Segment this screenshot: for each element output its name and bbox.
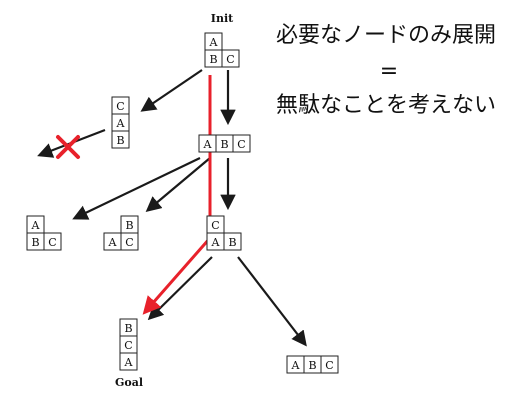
edge-mid-to-cand1 xyxy=(72,157,201,220)
caption: 必要なノードのみ展開 = 無駄なことを考えない xyxy=(276,23,496,118)
cross-mark-icon xyxy=(56,135,80,159)
node-cand2: B A C xyxy=(103,215,139,251)
edge-cand3-to-row xyxy=(237,256,307,347)
caption-line-1: 必要なノードのみ展開 xyxy=(276,23,496,48)
edge-init-to-left1 xyxy=(140,69,203,112)
node-mid-left: A xyxy=(203,138,213,151)
node-cand2-bottom-left: A xyxy=(108,236,118,249)
node-cand2-top: B xyxy=(125,219,133,232)
solution-path-line xyxy=(142,75,212,315)
node-row-right: C xyxy=(325,359,333,372)
node-mid: A B C xyxy=(198,134,251,153)
node-goal: B C A xyxy=(119,318,138,371)
node-cand3-top: C xyxy=(211,219,219,232)
node-cand3-bottom-right: B xyxy=(228,236,236,249)
node-init-bottom-right: C xyxy=(226,53,234,66)
caption-line-3: 無駄なことを考えない xyxy=(276,93,496,118)
node-cand1-bottom-left: B xyxy=(31,236,39,249)
node-cand1-top: A xyxy=(31,219,41,232)
node-left1-top: C xyxy=(116,100,124,113)
node-cand3: C A B xyxy=(206,215,242,251)
node-goal-top: B xyxy=(124,322,132,335)
node-row: A B C xyxy=(286,355,339,374)
node-init-top: A xyxy=(209,36,219,49)
node-mid-center: B xyxy=(220,138,228,151)
node-init-bottom-left: B xyxy=(209,53,217,66)
node-cand1: A B C xyxy=(26,215,62,251)
solution-path xyxy=(142,75,212,315)
node-row-center: B xyxy=(308,359,316,372)
caption-line-2: = xyxy=(380,59,398,84)
goal-label: Goal xyxy=(115,376,143,389)
edges xyxy=(37,69,307,347)
node-mid-right: C xyxy=(237,138,245,151)
edge-cand3-to-goal xyxy=(147,256,213,321)
node-row-left: A xyxy=(291,359,301,372)
node-init: A B C xyxy=(204,32,240,68)
node-cand1-bottom-right: C xyxy=(48,236,56,249)
node-goal-bottom: A xyxy=(124,356,134,369)
node-left1-middle: A xyxy=(116,117,126,130)
node-left1: C A B xyxy=(111,96,130,149)
node-goal-middle: C xyxy=(124,339,132,352)
init-label: Init xyxy=(211,12,234,25)
node-cand3-bottom-left: A xyxy=(211,236,221,249)
node-left1-bottom: B xyxy=(116,134,124,147)
node-cand2-bottom-right: C xyxy=(125,236,133,249)
edge-mid-to-cand2 xyxy=(145,157,211,212)
